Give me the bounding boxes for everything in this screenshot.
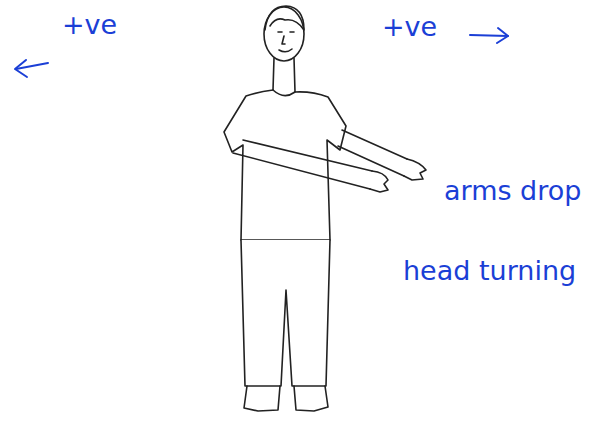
direction-label: +ve <box>62 6 117 44</box>
direction-label: +ve <box>382 8 437 46</box>
right-arrowhead <box>497 28 508 43</box>
left-arrowhead <box>15 60 27 77</box>
motion-note: arms drop <box>444 172 585 210</box>
motion-note: head turning <box>403 252 585 290</box>
right-arrow <box>470 35 508 36</box>
